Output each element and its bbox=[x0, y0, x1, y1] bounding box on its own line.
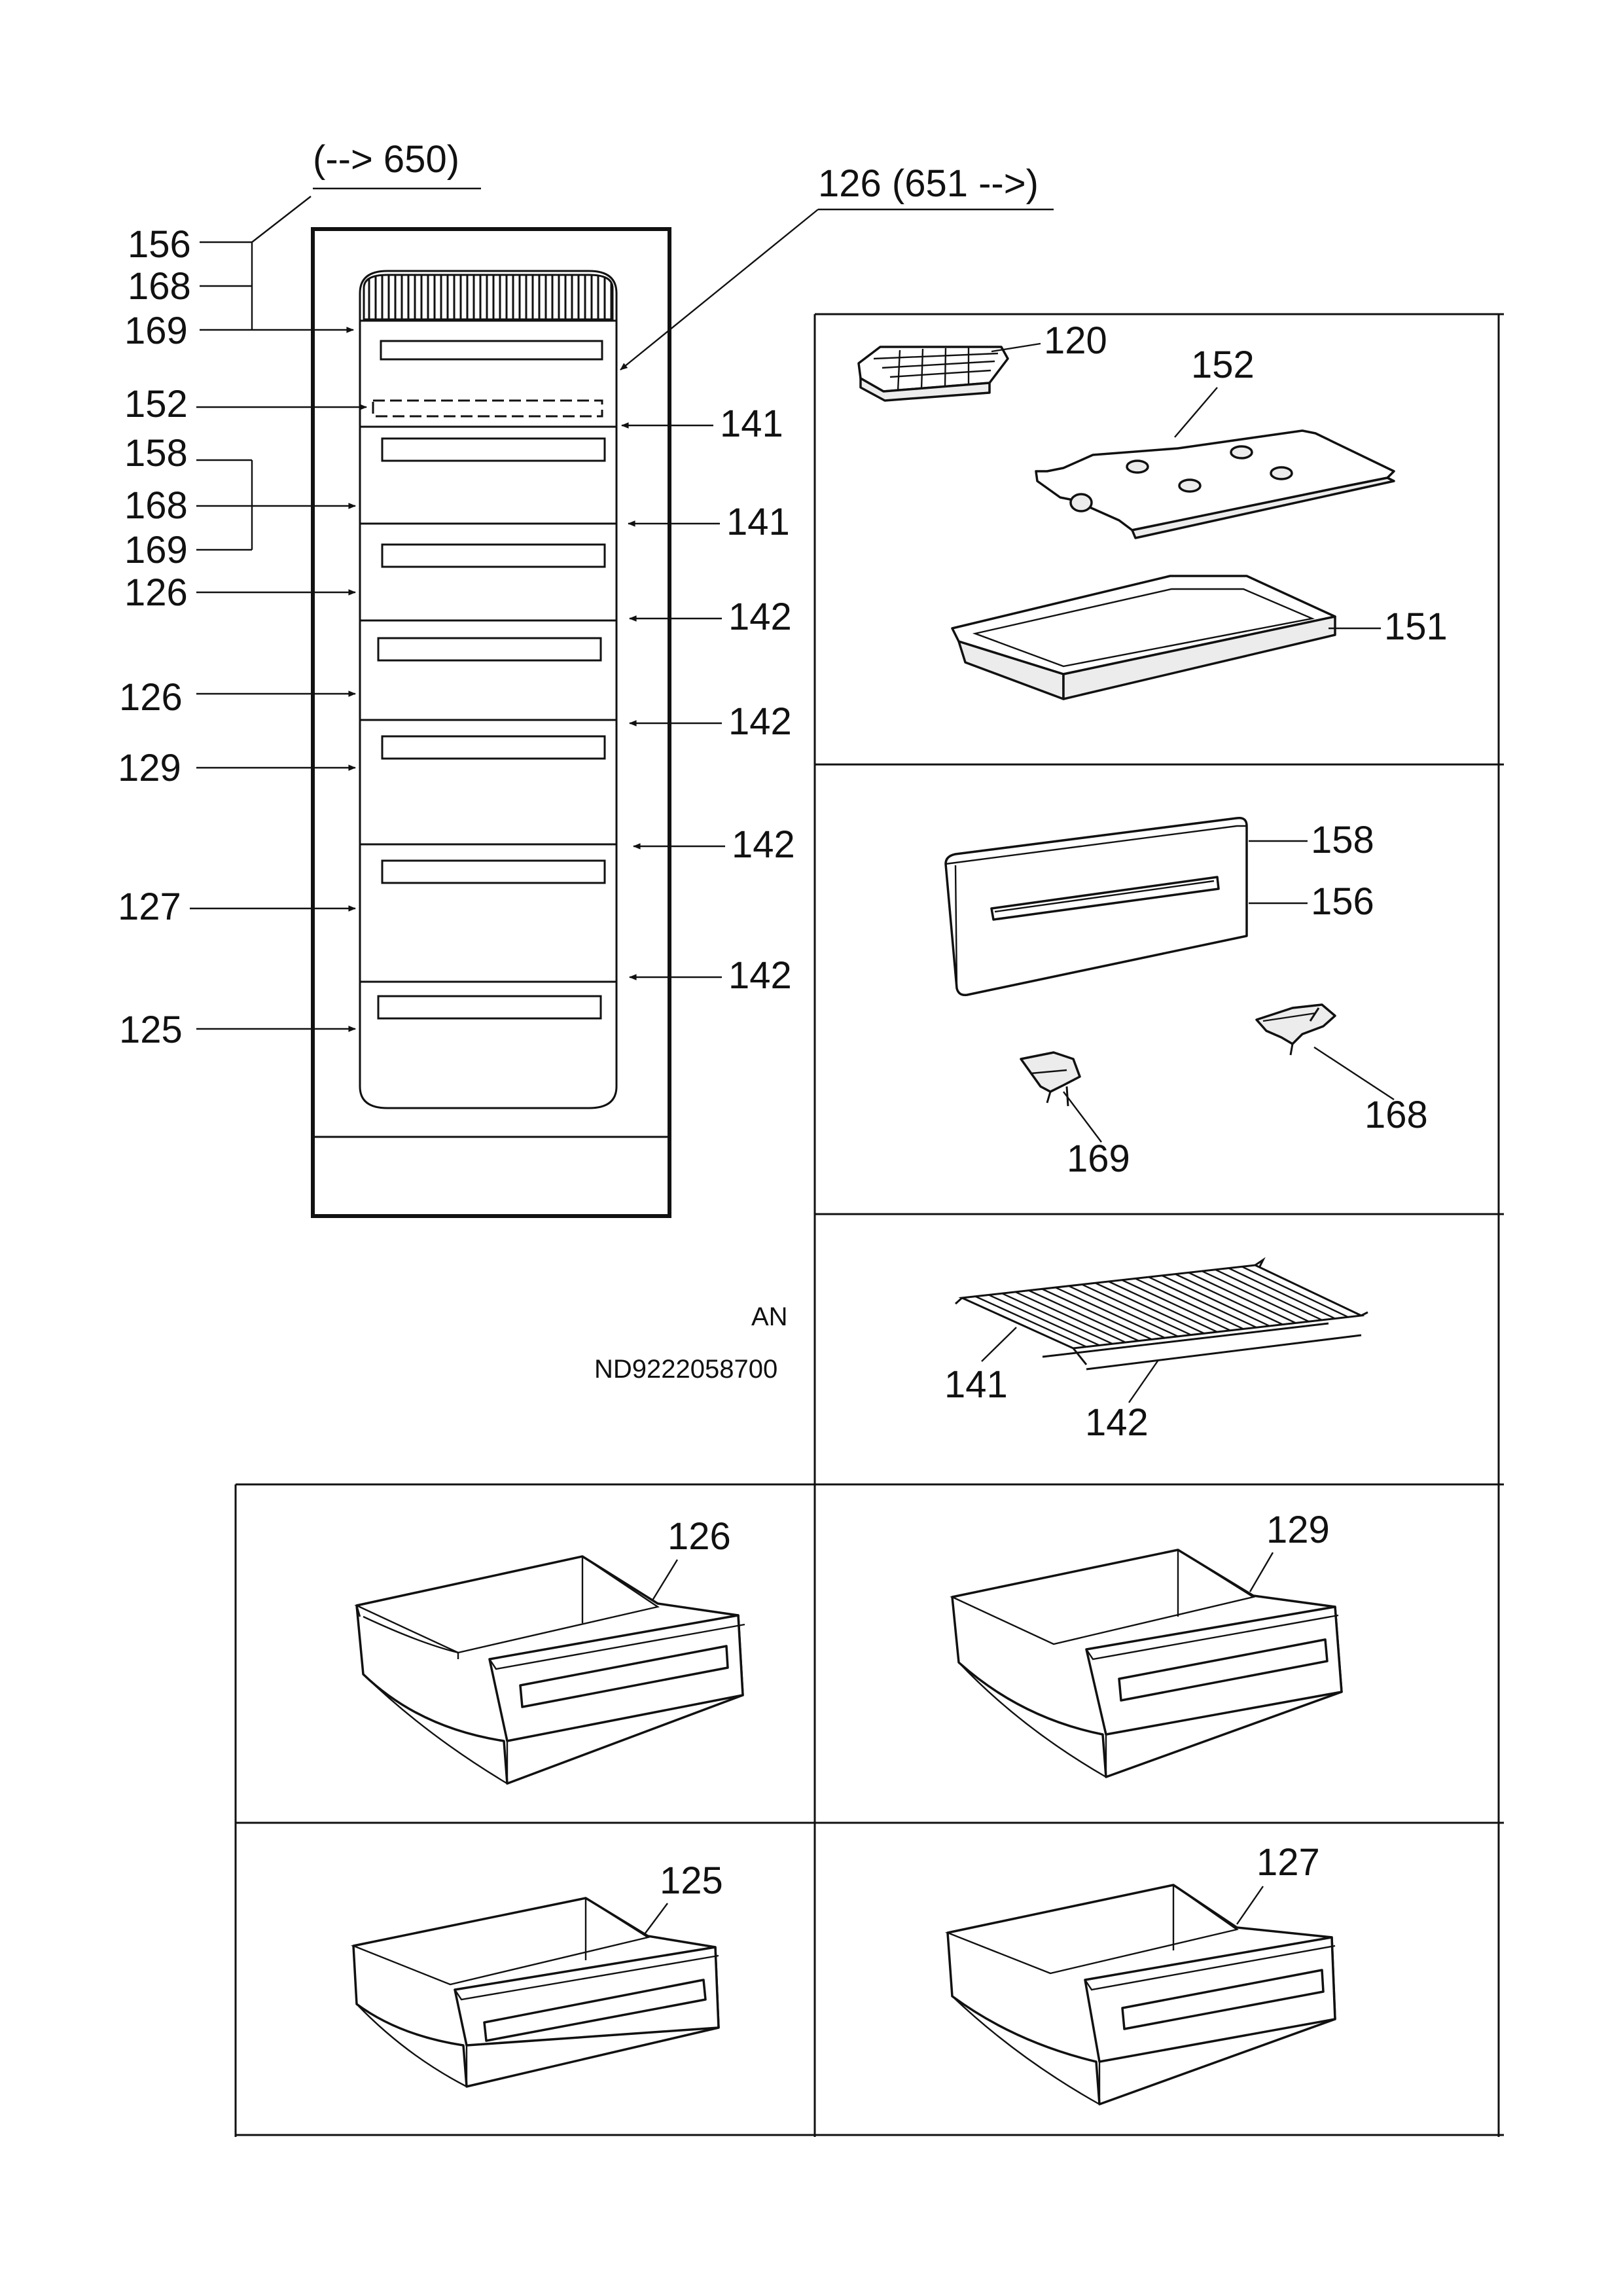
shelf-rod bbox=[1068, 1285, 1179, 1337]
callout-152: 152 bbox=[124, 383, 188, 425]
left-leaders bbox=[190, 196, 367, 1032]
callout-158: 158 bbox=[124, 432, 188, 475]
top-grille bbox=[363, 274, 614, 321]
inner-liner bbox=[359, 270, 618, 1109]
callout-126-drawer: 126 bbox=[668, 1515, 731, 1558]
panel-frames bbox=[234, 313, 1504, 2137]
drawer-handle-4 bbox=[381, 735, 606, 760]
hinge-left bbox=[1020, 1051, 1081, 1107]
callout-126: 126 bbox=[124, 571, 188, 614]
shelf-rod bbox=[1255, 1264, 1362, 1317]
callout-152-lid: 152 bbox=[1191, 344, 1255, 386]
shelf-rod bbox=[1135, 1278, 1244, 1330]
panel-grid: 141 142 bbox=[944, 1257, 1368, 1444]
callout-156-flap: 156 bbox=[1311, 880, 1374, 923]
freezer-cabinet bbox=[311, 227, 671, 1218]
callout-142c: 142 bbox=[732, 823, 795, 866]
callout-120: 120 bbox=[1044, 319, 1107, 362]
callout-169: 169 bbox=[124, 310, 188, 352]
callout-168: 168 bbox=[128, 265, 191, 308]
shelf-rod bbox=[974, 1295, 1087, 1348]
callout-126b: 126 bbox=[119, 676, 183, 719]
shelf-rod bbox=[1202, 1270, 1310, 1323]
callout-142: 142 bbox=[728, 596, 792, 638]
flap-handle bbox=[380, 340, 603, 361]
drawer-top-right bbox=[950, 1549, 1343, 1778]
callout-168b: 168 bbox=[124, 484, 188, 527]
right-leaders bbox=[621, 422, 725, 980]
left-callouts: 156 168 169 152 158 168 169 126 126 129 … bbox=[118, 223, 191, 1051]
callout-142d: 142 bbox=[728, 954, 792, 997]
drawer-top-left bbox=[354, 1555, 745, 1785]
ice-cube-tray bbox=[857, 346, 1009, 402]
callout-141: 141 bbox=[720, 403, 783, 445]
callout-127-drawer: 127 bbox=[1257, 1841, 1320, 1884]
callout-158-flap: 158 bbox=[1311, 819, 1374, 861]
doc-code-an: AN bbox=[751, 1302, 788, 1331]
callout-169b: 169 bbox=[124, 529, 188, 571]
shelf-rod bbox=[1095, 1282, 1205, 1335]
drawer-handle-2 bbox=[381, 543, 606, 568]
lid-position-dashed bbox=[372, 399, 603, 418]
shelf-rod bbox=[1041, 1288, 1152, 1340]
shelf-rod bbox=[1241, 1266, 1349, 1318]
shelf-rod bbox=[1108, 1280, 1218, 1333]
panel-icetray: 120 152 151 bbox=[857, 319, 1448, 700]
callout-156: 156 bbox=[128, 223, 191, 266]
callout-127: 127 bbox=[118, 886, 181, 928]
drawer-handle-6 bbox=[377, 995, 602, 1020]
callout-142-rail: 142 bbox=[1085, 1401, 1149, 1444]
flap-door bbox=[944, 817, 1248, 997]
hinge-right bbox=[1255, 1003, 1336, 1056]
shelf-rod bbox=[1228, 1267, 1336, 1319]
shelf-rod bbox=[1161, 1274, 1270, 1327]
callout-125-drawer: 125 bbox=[660, 1859, 723, 1902]
drawer-handle-1 bbox=[381, 437, 606, 462]
drawer-bottom-left bbox=[350, 1897, 720, 2088]
shelf-rod bbox=[1175, 1273, 1283, 1325]
callout-129: 129 bbox=[118, 747, 181, 789]
drawer-handle-5 bbox=[381, 859, 606, 884]
doc-part-number: ND9222058700 bbox=[594, 1355, 777, 1384]
right-callouts: 141 141 142 142 142 142 bbox=[720, 403, 795, 997]
callout-129-drawer: 129 bbox=[1266, 1509, 1330, 1551]
shelf-rod bbox=[1001, 1293, 1113, 1345]
shelf-rod bbox=[1121, 1279, 1231, 1331]
freezer-tray bbox=[951, 575, 1336, 700]
callout-168-hinge: 168 bbox=[1364, 1094, 1428, 1136]
shelf-rod bbox=[988, 1294, 1100, 1346]
drawer-bottom-right bbox=[944, 1884, 1336, 2106]
shelf-rod bbox=[1188, 1272, 1296, 1324]
callout-125: 125 bbox=[119, 1009, 183, 1051]
callout-169-hinge: 169 bbox=[1067, 1138, 1130, 1180]
shelf-rod bbox=[1028, 1289, 1139, 1342]
callout-142b: 142 bbox=[728, 700, 792, 743]
callout-151: 151 bbox=[1384, 605, 1448, 648]
shelf-rod bbox=[1014, 1291, 1126, 1344]
ice-tray-lid bbox=[1035, 429, 1395, 539]
callout-141-shelf: 141 bbox=[944, 1363, 1008, 1406]
shelf-rod bbox=[961, 1297, 1074, 1350]
callout-141b: 141 bbox=[726, 501, 790, 543]
shelf-rod bbox=[1081, 1283, 1192, 1336]
callout-group-651: 126 (651 -->) bbox=[818, 162, 1039, 205]
panel-flap: 158 156 169 168 bbox=[944, 817, 1428, 1180]
shelf-rod bbox=[1148, 1276, 1257, 1329]
shelf-rod bbox=[1215, 1268, 1323, 1321]
shelf-rod bbox=[1055, 1287, 1166, 1339]
drawer-handle-3 bbox=[377, 637, 602, 662]
callout-group-650: (--> 650) bbox=[313, 138, 459, 181]
wire-shelf bbox=[954, 1257, 1368, 1371]
